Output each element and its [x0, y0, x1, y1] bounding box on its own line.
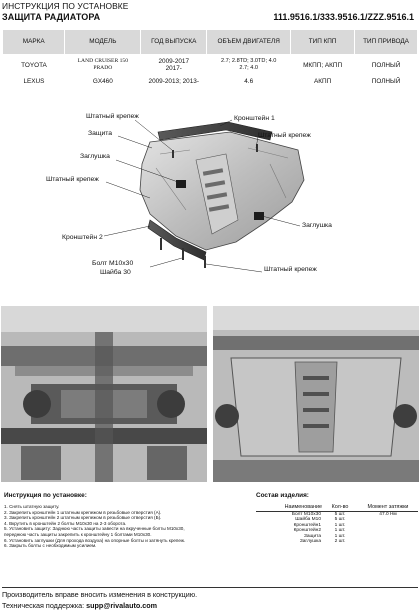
header-years: ГОД ВЫПУСКА: [140, 30, 208, 54]
kit-item-name: Шайба М10: [295, 517, 321, 523]
cell-engine: 4.6: [244, 78, 254, 85]
kit-header-row: Наименование Кол-во Момент затяжки: [256, 503, 418, 512]
table-row: LEXUS GX460 2009-2013; 2013- 4.6 АКПП ПО…: [3, 76, 418, 87]
callout-protection: Защита: [88, 130, 113, 137]
callout-leader-lines: [103, 119, 301, 273]
kit-contents-table: Наименование Кол-во Момент затяжки Болт …: [256, 503, 418, 544]
stamping-lines: [155, 147, 289, 211]
photo-after-install: [213, 306, 419, 482]
cell-years: 2009-2013; 2013-: [148, 78, 199, 85]
cell-years-line1: 2009-2017: [158, 58, 190, 65]
kit-item-torque: 47.0 Нм: [379, 512, 397, 517]
kit-item-qty: 5 шт.: [334, 512, 346, 517]
cell-drive: ПОЛНЫЙ: [371, 61, 401, 69]
kit-item-qty: 1 шт.: [334, 533, 346, 539]
instruction-step: 6. Установить заглушки (Для прохода возд…: [4, 537, 186, 543]
header-transmission: ТИП КПП: [290, 30, 356, 54]
document-title: ЗАЩИТА РАДИАТОРА: [2, 12, 101, 22]
photo-before-install: [1, 306, 207, 482]
kit-header-name: Наименование: [256, 503, 322, 512]
table-row: Кронштейн2 1 шт.: [256, 528, 418, 533]
plug-right-shape: [254, 212, 264, 220]
callout-regular-mount-right: Штатный крепеж: [258, 132, 311, 139]
underbody-photo-left: [1, 306, 207, 482]
instruction-step: 2. Закрепить кронштейн 1 штатным крепежо…: [4, 509, 162, 515]
cell-transmission: МКПП; АКПП: [303, 61, 343, 69]
cell-engine-line2: 2.7; 4.0: [239, 65, 259, 71]
kit-item-qty: 1 шт.: [334, 522, 346, 528]
support-label: Техническая поддержка:: [2, 601, 87, 610]
instruction-step: 5. Установить защиту: Заднюю часть защит…: [4, 526, 185, 532]
header-make: МАРКА: [3, 30, 66, 54]
callout-regular-mount-bottom: Штатный крепеж: [264, 266, 317, 273]
kit-item-qty: 1 шт.: [334, 528, 346, 534]
cell-engine: 2.7; 2.8TD; 3.0TD; 4.0 2.7; 4.0: [207, 54, 291, 76]
instruction-step: 1. Снять штатную защиту.: [4, 504, 60, 509]
callout-bracket-2: Кронштейн 2: [62, 234, 103, 241]
support-line: Техническая поддержка: supp@rivalauto.co…: [2, 601, 157, 610]
ventilation-slots: [202, 168, 230, 212]
cell-model: LAND CRUISER 150 PRADO: [65, 54, 141, 76]
vehicle-table-header-row: МАРКА МОДЕЛЬ ГОД ВЫПУСКА ОБЪЕМ ДВИГАТЕЛЯ…: [3, 30, 418, 54]
table-row: Болт М10х30 5 шт. 47.0 Нм: [256, 512, 418, 518]
callout-regular-mount-left: Штатный крепеж: [46, 176, 99, 183]
kit-item-name: Кронштейн1: [293, 522, 321, 528]
assembly-diagram: Штатный крепеж Кронштейн 1 Защита Штатны…: [0, 110, 420, 302]
cell-make: LEXUS: [23, 78, 45, 85]
instruction-steps: 1. Снять штатную защиту. 2. Закрепить кр…: [4, 504, 244, 549]
table-row: Шайба М10 5 шт.: [256, 517, 418, 522]
kit-item-name: Заглушка: [299, 539, 321, 545]
callout-bracket-1: Кронштейн 1: [234, 115, 275, 122]
table-row: Кронштейн1 1 шт.: [256, 523, 418, 528]
instruction-step: 4. Вкрутить в кронштейн 2 болты М10х30 н…: [4, 520, 127, 526]
kit-header-torque: Момент затяжки: [358, 503, 418, 512]
kit-item-name: Защита: [303, 533, 321, 539]
table-row: Защита 1 шт.: [256, 534, 418, 539]
cell-engine-line1: 2.7; 2.8TD; 3.0TD; 4.0: [221, 58, 277, 64]
kit-item-torque: [358, 539, 418, 544]
header-model: МОДЕЛЬ: [64, 30, 142, 54]
table-row: TOYOTA LAND CRUISER 150 PRADO 2009-2017 …: [3, 54, 418, 76]
kit-contents-title: Состав изделия:: [256, 492, 309, 499]
instruction-step: переднюю часть защиты закрепить к кроншт…: [4, 531, 152, 537]
manufacturer-notice: Производитель вправе вносить изменения в…: [2, 590, 198, 599]
cell-model-line2: PRADO: [93, 65, 113, 71]
table-row: Заглушка 2 шт.: [256, 539, 418, 544]
header-engine: ОБЪЕМ ДВИГАТЕЛЯ: [206, 30, 292, 54]
cell-make: TOYOTA: [21, 61, 47, 69]
document-subtitle: ИНСТРУКЦИЯ ПО УСТАНОВКЕ: [2, 1, 129, 11]
footer-divider: [2, 587, 418, 588]
kit-item-qty: 5 шт.: [334, 517, 346, 523]
callout-washer: Шайба 30: [100, 269, 131, 276]
kit-item-name: Кронштейн2: [293, 528, 321, 534]
header-drive: ТИП ПРИВОДА: [354, 30, 418, 54]
callout-regular-mount-top: Штатный крепеж: [86, 113, 139, 120]
skid-plate-drawing: [103, 119, 305, 273]
support-email-link[interactable]: supp@rivalauto.com: [86, 601, 158, 610]
instructions-title: Инструкция по установке:: [4, 492, 87, 499]
callout-plug-left: Заглушка: [80, 153, 110, 160]
cell-model: GX460: [92, 78, 113, 85]
callout-bolt: Болт М10х30: [92, 260, 134, 267]
underbody-photo-right: [213, 306, 419, 482]
vehicle-table: МАРКА МОДЕЛЬ ГОД ВЫПУСКА ОБЪЕМ ДВИГАТЕЛЯ…: [3, 30, 418, 87]
kit-header-qty: Кол-во: [322, 503, 358, 512]
cell-transmission: АКПП: [314, 78, 332, 85]
callout-plug-right: Заглушка: [302, 222, 332, 229]
cell-model-line1: LAND CRUISER 150: [77, 58, 128, 64]
plug-left-shape: [176, 180, 186, 188]
instruction-step: 3. Закрепить кронштейн 2 штатным крепежо…: [4, 515, 162, 521]
cell-years: 2009-2017 2017-: [141, 54, 207, 76]
part-numbers: 111.9516.1/333.9516.1/ZZZ.9516.1: [273, 12, 414, 22]
instruction-step: 6. Закрыть болты с необходимым усилием.: [4, 543, 97, 549]
cell-years-line2: 2017-: [165, 65, 182, 72]
cell-drive: ПОЛНЫЙ: [371, 78, 401, 85]
kit-item-qty: 2 шт.: [334, 539, 346, 545]
kit-item-name: Болт М10х30: [291, 512, 321, 517]
bolt-markers: [160, 144, 258, 268]
